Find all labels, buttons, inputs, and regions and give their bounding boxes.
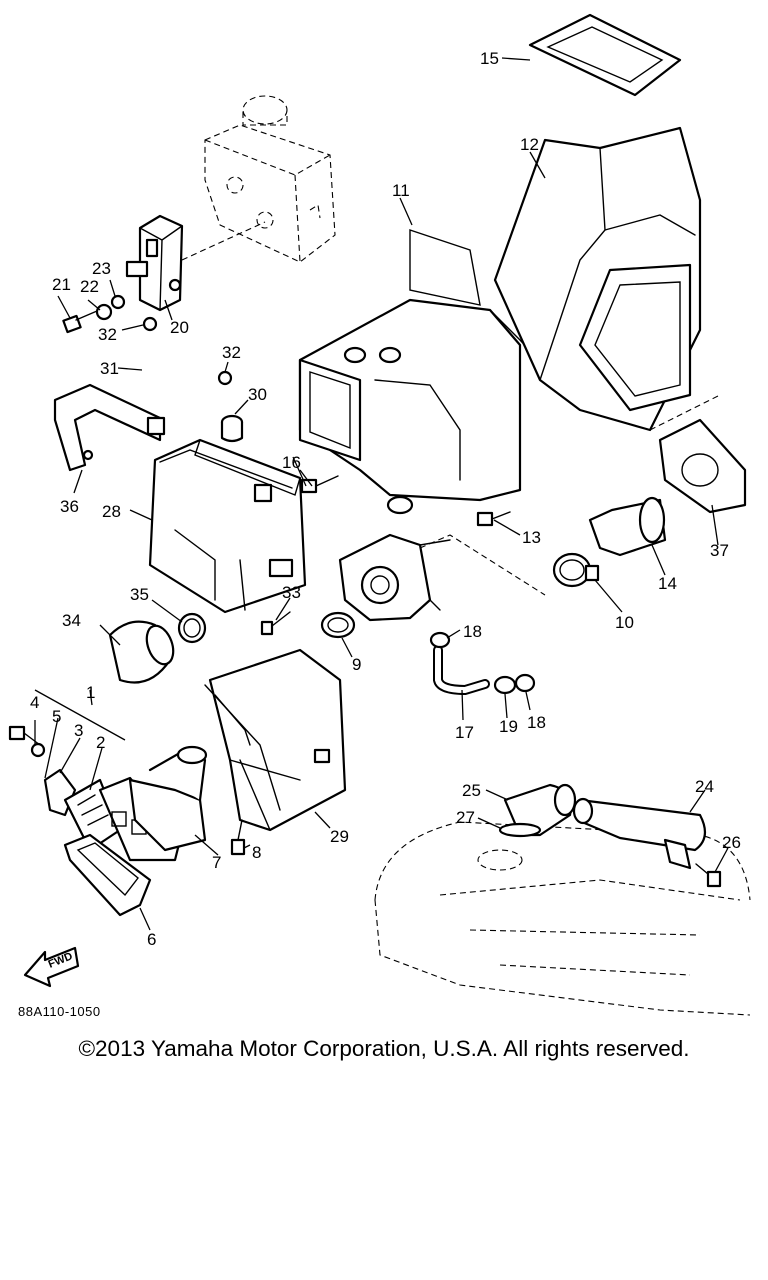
callout-7: 7 <box>212 853 221 872</box>
callout-34: 34 <box>62 611 81 630</box>
gasket-6 <box>63 833 152 917</box>
callout-labels: 1 2 3 4 5 6 7 8 9 10 11 12 13 14 15 16 1… <box>30 49 741 949</box>
callout-10: 10 <box>615 613 634 632</box>
bolt-8 <box>230 819 246 856</box>
callout-17: 17 <box>455 723 474 742</box>
clip-18b <box>514 673 536 693</box>
callout-30: 30 <box>248 385 267 404</box>
bolt-4 <box>8 725 41 746</box>
callout-11: 11 <box>392 181 410 200</box>
case-29 <box>204 648 347 832</box>
bolt-33 <box>260 611 291 636</box>
clamp-35 <box>177 612 207 644</box>
copyright-notice: ©2013 Yamaha Motor Corporation, U.S.A. A… <box>78 1036 690 1061</box>
gasket-15 <box>528 13 682 97</box>
callout-23: 23 <box>92 259 111 278</box>
callout-14: 14 <box>658 574 677 593</box>
elbow-25 <box>503 783 577 837</box>
carburetor-guide <box>419 534 546 596</box>
callout-8: 8 <box>252 843 261 862</box>
bracket-36 <box>53 383 166 472</box>
callout-36: 36 <box>60 497 79 516</box>
clip-18a <box>429 631 451 649</box>
callout-31: 31 <box>100 359 119 378</box>
callout-26: 26 <box>722 833 741 852</box>
airbox-cover-28 <box>148 438 307 614</box>
callout-15: 15 <box>480 49 499 68</box>
callout-32: 32 <box>98 325 117 344</box>
callout-18: 18 <box>463 622 482 641</box>
drawing-code: 88A110-1050 <box>18 1004 101 1019</box>
callout-4: 4 <box>30 693 39 712</box>
callout-24: 24 <box>695 777 714 796</box>
callout-1: 1 <box>86 683 95 702</box>
callout-35: 35 <box>130 585 149 604</box>
clamp-10 <box>552 552 600 588</box>
fuel-cock-assembly <box>125 214 266 312</box>
bolt-16 <box>300 475 339 494</box>
callout-3: 3 <box>74 721 83 740</box>
callout-32b: 32 <box>222 343 241 362</box>
callout-33: 33 <box>282 583 301 602</box>
airbox-case-12 <box>493 126 702 432</box>
leader-lines <box>34 57 729 931</box>
callout-27: 27 <box>456 808 475 827</box>
parts-diagram: FWD <box>8 13 751 1016</box>
callout-25: 25 <box>462 781 481 800</box>
fwd-arrow-icon: FWD <box>23 946 80 988</box>
callout-29: 29 <box>330 827 349 846</box>
washer-23 <box>110 294 126 310</box>
carburetor-joint-14 <box>588 496 667 557</box>
callout-6: 6 <box>147 930 156 949</box>
callout-20: 20 <box>170 318 189 337</box>
manifold-7 <box>128 745 208 852</box>
joint-34 <box>108 620 175 684</box>
callout-22: 22 <box>80 277 99 296</box>
carburetor <box>338 533 451 622</box>
clip-32 <box>142 316 158 332</box>
duct-37 <box>658 418 747 514</box>
callout-19: 19 <box>499 717 518 736</box>
engine-crankcase-outline <box>374 821 751 1016</box>
callout-16: 16 <box>282 453 301 472</box>
callout-37: 37 <box>710 541 729 560</box>
clip-32b <box>217 370 233 386</box>
callout-21: 21 <box>52 275 71 294</box>
callout-12: 12 <box>520 135 539 154</box>
cap-19 <box>493 675 517 695</box>
callout-2: 2 <box>96 733 105 752</box>
bolt-26 <box>695 863 722 888</box>
washer-22 <box>95 303 113 321</box>
cap-30 <box>220 414 244 443</box>
airbox-case-11 <box>298 229 556 515</box>
washer-5 <box>30 742 46 758</box>
fuel-tank-outline <box>204 95 336 263</box>
bolt-13 <box>476 511 511 527</box>
duct-37-guide <box>649 394 721 431</box>
pipe-24 <box>572 797 707 870</box>
callout-13: 13 <box>522 528 541 547</box>
callout-28: 28 <box>102 502 121 521</box>
callout-18b: 18 <box>527 713 546 732</box>
o-ring-27 <box>498 822 542 838</box>
callout-9: 9 <box>352 655 361 674</box>
hose-17 <box>433 645 490 696</box>
clamp-9 <box>320 611 356 639</box>
callout-5: 5 <box>52 707 61 726</box>
